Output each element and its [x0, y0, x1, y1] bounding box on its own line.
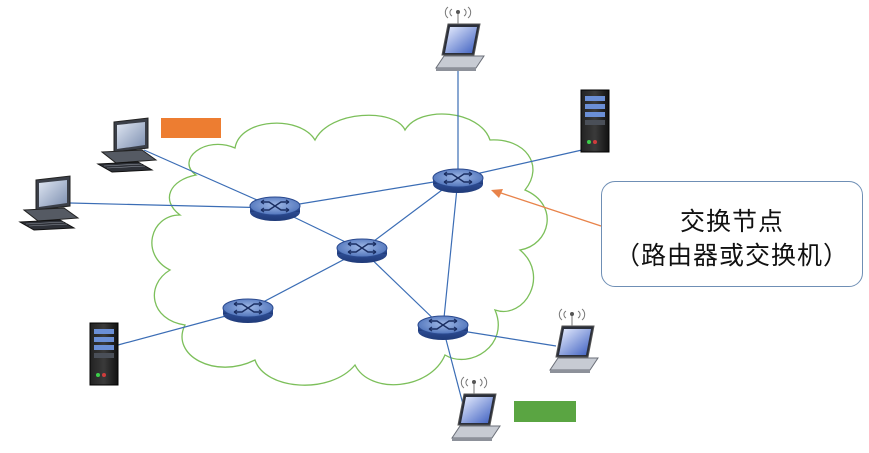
server-right	[580, 89, 610, 153]
router-top-right	[432, 168, 484, 194]
green-label-box	[514, 401, 576, 422]
network-cloud	[151, 113, 548, 386]
laptop-right	[549, 308, 599, 374]
switching-node-callout: 交换节点 （路由器或交换机）	[601, 181, 863, 287]
orange-label-box	[161, 118, 221, 138]
server-left	[89, 322, 119, 386]
router-bottom-left	[222, 298, 274, 324]
laptop-bottom	[451, 376, 501, 442]
router-bottom-right	[417, 315, 469, 341]
network-links	[69, 48, 583, 413]
desktop-upper	[97, 117, 157, 173]
callout-arrow	[491, 189, 602, 227]
callout-subtitle: （路由器或交换机）	[614, 241, 849, 270]
router-center	[336, 238, 388, 264]
laptop-top	[435, 6, 485, 72]
callout-title: 交换节点	[679, 207, 784, 236]
router-left	[249, 196, 301, 222]
desktop-lower	[19, 175, 79, 231]
